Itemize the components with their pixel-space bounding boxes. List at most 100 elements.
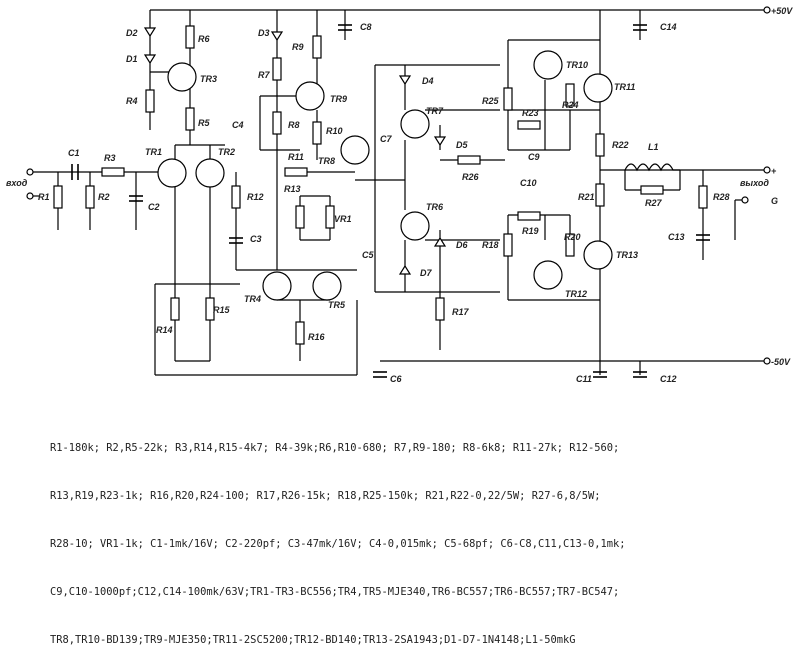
- label-tr7: TR7: [426, 106, 444, 116]
- label-ground: G: [771, 196, 778, 206]
- label-c1: C1: [68, 148, 80, 158]
- label-c14: C14: [660, 22, 677, 32]
- label-d2: D2: [126, 28, 138, 38]
- transistor-tr13: [583, 240, 613, 270]
- label-output-plus: +: [771, 166, 777, 176]
- transistor-tr4: [262, 271, 292, 301]
- resistor-r18: [503, 233, 513, 257]
- label-r26: R26: [462, 172, 480, 182]
- diode-d7: [398, 264, 412, 275]
- label-c7: C7: [380, 134, 392, 144]
- label-tr6: TR6: [426, 202, 444, 212]
- label-d7: D7: [420, 268, 432, 278]
- label-c5: C5: [362, 250, 374, 260]
- label-d6: D6: [456, 240, 468, 250]
- label-r1: R1: [38, 192, 50, 202]
- amplifier-schematic: D2 D1 R6 TR3 R4 R5 TR1 TR2 C1 R3 R1 R2 C…: [6, 6, 793, 384]
- transistor-tr10: [533, 50, 563, 80]
- label-tr4: TR4: [244, 294, 261, 304]
- label-r15: R15: [213, 305, 231, 315]
- resistor-r6: [185, 25, 195, 49]
- resistor-r11: [284, 167, 308, 177]
- label-c13: C13: [668, 232, 685, 242]
- label-r19: R19: [522, 226, 539, 236]
- resistor-r4: [145, 89, 155, 113]
- transistor-tr2: [195, 158, 225, 188]
- transistor-tr3: [167, 62, 197, 92]
- label-tr11: TR11: [614, 82, 635, 92]
- label-r17: R17: [452, 307, 470, 317]
- transistor-tr11: [583, 73, 613, 103]
- label-c9: C9: [528, 152, 540, 162]
- label-r21: R21: [578, 192, 595, 202]
- resistor-r12: [231, 185, 241, 209]
- label-tr12: TR12: [565, 289, 587, 299]
- resistor-r10: [312, 121, 322, 145]
- transistor-tr7: [400, 109, 430, 139]
- resistor-r25: [503, 87, 513, 111]
- label-tr8: TR8: [318, 156, 335, 166]
- label-tr13: TR13: [616, 250, 638, 260]
- label-c6: C6: [390, 374, 402, 384]
- inductor-l1: [624, 163, 680, 172]
- resistor-r28: [698, 185, 708, 209]
- label-r4: R4: [126, 96, 138, 106]
- resistor-r13: [295, 205, 305, 229]
- label-r22: R22: [612, 140, 629, 150]
- label-tr1: TR1: [145, 147, 162, 157]
- transistor-tr8: [340, 135, 370, 165]
- component-legend: R1-180k; R2,R5-22k; R3,R14,R15-4k7; R4-3…: [50, 408, 770, 664]
- resistor-r3: [101, 167, 125, 177]
- legend-line: R1-180k; R2,R5-22k; R3,R14,R15-4k7; R4-3…: [50, 442, 620, 454]
- label-r10: R10: [326, 126, 343, 136]
- diode-d6: [433, 236, 447, 247]
- resistor-r15: [205, 297, 215, 321]
- label-input: вход: [6, 178, 28, 188]
- resistor-r7: [272, 57, 282, 81]
- label-tr5: TR5: [328, 300, 346, 310]
- label-r5: R5: [198, 118, 210, 128]
- transistor-tr9: [295, 81, 325, 111]
- legend-line: C9,C10-1000pf;C12,C14-100mk/63V;TR1-TR3-…: [50, 586, 620, 598]
- resistor-vr1: [325, 205, 335, 229]
- label-output: выход: [740, 178, 769, 188]
- resistor-r26: [457, 155, 481, 165]
- label-r18: R18: [482, 240, 499, 250]
- resistor-r23: [517, 120, 541, 130]
- label-tr10: TR10: [566, 60, 588, 70]
- transistor-tr5: [312, 271, 342, 301]
- label-r9: R9: [292, 42, 304, 52]
- label-r13: R13: [284, 184, 301, 194]
- label-d3: D3: [258, 28, 270, 38]
- label-c4: C4: [232, 120, 244, 130]
- resistor-r2: [85, 185, 95, 209]
- label-tr2: TR2: [218, 147, 235, 157]
- label-r16: R16: [308, 332, 326, 342]
- label-r23: R23: [522, 108, 539, 118]
- label-c8: C8: [360, 22, 372, 32]
- label-r8: R8: [288, 120, 300, 130]
- label-r11: R11: [288, 152, 304, 162]
- label-d5: D5: [456, 140, 468, 150]
- label-r3: R3: [104, 153, 116, 163]
- label-r20: R20: [564, 232, 581, 242]
- label-rail-negative: -50V: [771, 357, 791, 367]
- legend-line: R28-10; VR1-1k; C1-1mk/16V; C2-220pf; C3…: [50, 538, 626, 550]
- label-r2: R2: [98, 192, 110, 202]
- label-vr1: VR1: [334, 214, 352, 224]
- label-r27: R27: [645, 198, 663, 208]
- resistor-r24: [565, 83, 575, 107]
- resistor-r27: [640, 185, 664, 195]
- label-c10: C10: [520, 178, 537, 188]
- transistor-tr12: [533, 260, 563, 290]
- resistor-r19: [517, 211, 541, 221]
- label-d1: D1: [126, 54, 138, 64]
- transistor-tr1: [157, 158, 187, 188]
- resistor-r21: [595, 183, 605, 207]
- label-l1: L1: [648, 142, 659, 152]
- legend-line: R13,R19,R23-1k; R16,R20,R24-100; R17,R26…: [50, 490, 601, 502]
- resistor-r16: [295, 321, 305, 345]
- diode-d5: [433, 136, 447, 147]
- resistor-r20: [565, 233, 575, 257]
- label-tr3: TR3: [200, 74, 217, 84]
